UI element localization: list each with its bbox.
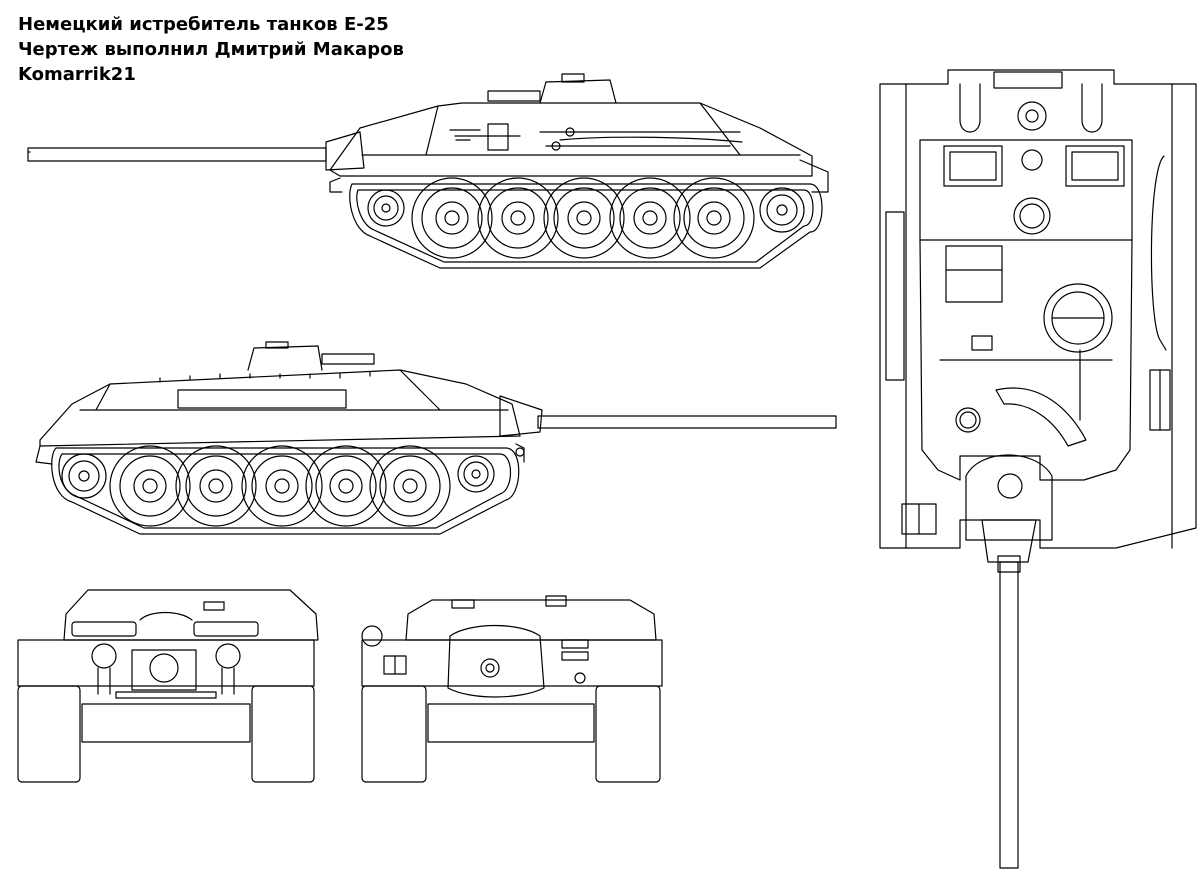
- top-view-hull-outline: [880, 70, 1196, 548]
- top-view-gun-mantlet: [966, 455, 1052, 540]
- front-view-gun-mantlet: [448, 626, 544, 698]
- front-view-right-track: [596, 686, 660, 782]
- rear-view-upper-hull: [64, 590, 318, 640]
- front-view-left-track: [362, 686, 426, 782]
- side-view-hull: [330, 103, 812, 176]
- left-side-view: [28, 74, 828, 268]
- side-view-2-cupola: [248, 346, 322, 370]
- side-view-gun-barrel: [28, 148, 326, 161]
- top-view-gun-barrel: [1000, 562, 1018, 868]
- front-view-upper-hull: [406, 600, 656, 640]
- side-view-2-stowage-box: [178, 390, 346, 408]
- side-view-2-idler-wheel: [458, 456, 494, 492]
- drawing-author: Чертеж выполнил Дмитрий Макаров: [18, 39, 404, 60]
- side-view-idler-wheel: [368, 190, 404, 226]
- drawing-title: Немецкий истребитель танков Е-25: [18, 14, 389, 35]
- side-view-2-hull: [40, 370, 520, 446]
- side-view-2-drive-sprocket: [62, 454, 106, 498]
- side-view-cupola: [540, 80, 616, 103]
- author-nickname: Komarrik21: [18, 64, 136, 85]
- top-view: [880, 70, 1196, 868]
- front-view: [362, 596, 662, 782]
- side-view-2-road-wheels: [110, 446, 450, 526]
- title-block: Немецкий истребитель танков Е-25 Чертеж …: [18, 12, 404, 87]
- rear-view: [18, 590, 318, 782]
- side-view-gun-mantlet: [326, 132, 364, 170]
- side-view-drive-sprocket: [760, 188, 804, 232]
- rear-view-left-track: [18, 686, 80, 782]
- side-view-road-wheels: [412, 178, 754, 258]
- front-view-lower-hull: [362, 640, 662, 686]
- side-view-2-gun-barrel: [538, 416, 836, 428]
- rear-view-lower-hull: [18, 640, 314, 686]
- rear-view-right-track: [252, 686, 314, 782]
- side-view-2-gun-mantlet: [500, 396, 542, 436]
- side-view-track: [350, 184, 822, 268]
- top-view-commander-cupola: [1044, 284, 1112, 352]
- right-side-view: [36, 342, 836, 534]
- side-view-2-track: [52, 448, 519, 534]
